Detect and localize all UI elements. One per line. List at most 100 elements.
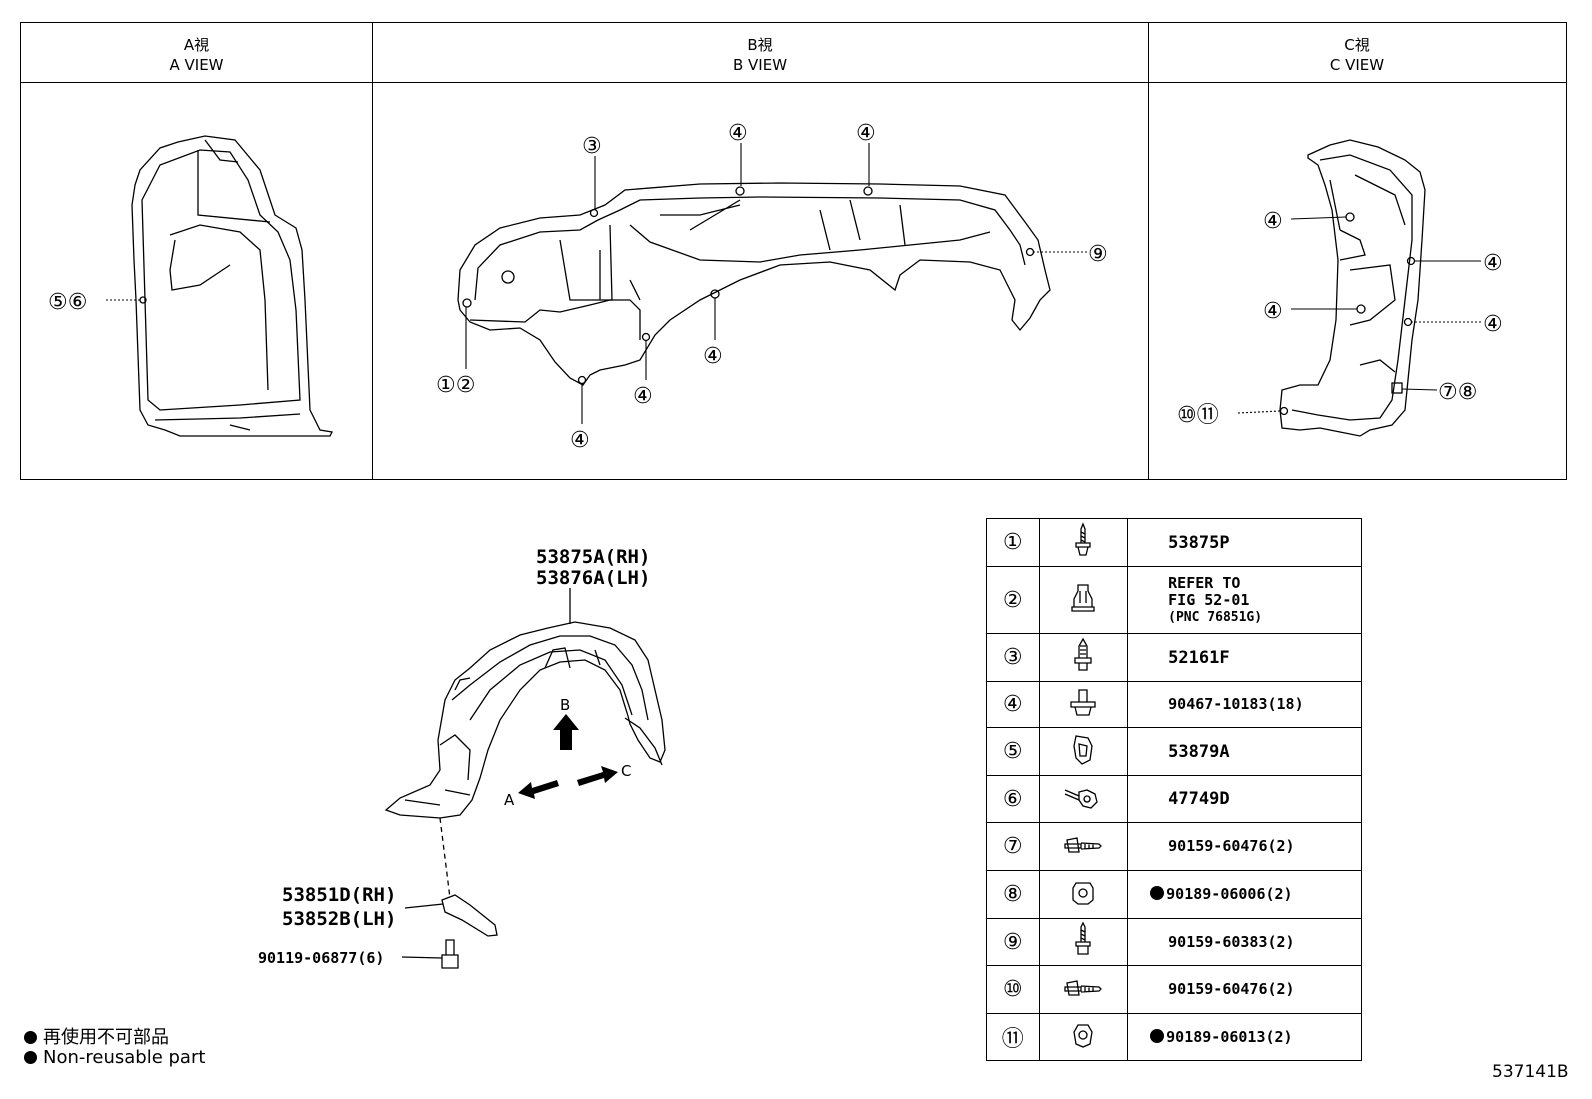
divider [1148, 23, 1149, 479]
arrow-b-icon [553, 714, 579, 750]
screw-icon [1038, 822, 1129, 871]
liner-lh-label: 53876A(LH) [536, 567, 650, 589]
callout-label: ④ [856, 121, 876, 146]
part-number: 90159-60476(2) [1127, 965, 1362, 1014]
b-view-liner-drawing [457, 182, 1051, 386]
bracket-rh-label: 53851D(RH) [282, 884, 396, 906]
part-number: 47749D [1127, 775, 1362, 823]
part-number-text: 90189-06013(2) [1166, 1027, 1293, 1046]
legend-jp: 再使用不可部品 [24, 1023, 169, 1049]
callout-label: ④ [703, 344, 723, 369]
bolt-drawing [401, 939, 459, 969]
table-row: ⑨ 90159-60383(2) [986, 918, 1362, 966]
parts-table: ① 53875P ② REFER TO FIG 52-01 (PNC 76851… [986, 518, 1362, 1061]
speed-nut-icon [1038, 1013, 1129, 1061]
direction-arrows [518, 714, 618, 799]
table-row: ⑧ 90189-06006(2) [986, 870, 1362, 919]
table-row: ④ 90467-10183(18) [986, 681, 1362, 728]
item-number: ⑦ [986, 822, 1040, 871]
view-b-title-en: B VIEW [732, 56, 788, 74]
views-panel: A視 A VIEW B視 B VIEW C視 C VIEW [20, 22, 1567, 480]
bracket-drawing [404, 894, 498, 937]
screw-grommet-icon [1038, 518, 1129, 567]
part-number: 52161F [1127, 633, 1362, 682]
item-number: ⑩ [986, 965, 1040, 1014]
item-number: ⑪ [986, 1013, 1040, 1061]
leader-lines [106, 143, 1481, 424]
callout-label: ④ [1263, 299, 1283, 324]
callout-label: ④ [1483, 312, 1503, 337]
rivet-clip-icon [1038, 681, 1129, 728]
table-row: ① 53875P [986, 518, 1362, 567]
view-a-header: A視 A VIEW [21, 23, 372, 83]
reference-line: REFER TO [1168, 573, 1241, 592]
rod-clip-icon [1038, 775, 1129, 823]
callout-label: ③ [582, 134, 602, 159]
callout-label: ⑤⑥ [48, 290, 87, 315]
arrow-a-label: A [504, 791, 515, 809]
part-number-labels: 53875A(RH) 53876A(LH) 53851D(RH) 53852B(… [258, 546, 650, 967]
callout-label: ⑦⑧ [1438, 380, 1477, 405]
item-number: ③ [986, 633, 1040, 682]
view-a-title-jp: A視 [183, 36, 210, 54]
item-number: ⑧ [986, 870, 1040, 919]
table-row: ⑪ 90189-06013(2) [986, 1013, 1362, 1061]
table-row: ⑦ 90159-60476(2) [986, 822, 1362, 871]
item-number: ⑤ [986, 727, 1040, 776]
liner-rh-label: 53875A(RH) [536, 546, 650, 568]
bolt-label: 90119-06877(6) [258, 949, 384, 967]
part-number: 90159-60383(2) [1127, 918, 1362, 966]
figure-id: 537141B [1492, 1062, 1569, 1082]
part-number: 90189-06006(2) [1127, 870, 1362, 919]
arrow-labels: B C A [504, 696, 631, 809]
part-number: 53875P [1127, 518, 1362, 567]
push-clip-icon [1038, 566, 1129, 634]
callout-labels: ⑤⑥ ③ ④ ④ ⑨ ①② ④ ④ ④ ④ ④ ④ ④ ⑦⑧ ⑩⑪ [48, 121, 1503, 453]
callout-label: ⑨ [1088, 242, 1108, 267]
view-b-title-jp: B視 [747, 36, 773, 54]
legend-jp-text: 再使用不可部品 [43, 1027, 169, 1048]
arrow-a-icon [518, 780, 559, 799]
table-row: ③ 52161F [986, 633, 1362, 682]
part-number: 53879A [1127, 727, 1362, 776]
callout-label: ④ [633, 384, 653, 409]
item-number: ① [986, 518, 1040, 567]
reference-line: (PNC 76851G) [1168, 609, 1263, 625]
callout-label: ④ [728, 121, 748, 146]
view-c-title-en: C VIEW [1329, 56, 1385, 74]
view-c-header: C視 C VIEW [1148, 23, 1566, 83]
view-a-title-en: A VIEW [169, 56, 224, 74]
item-number: ⑨ [986, 918, 1040, 966]
fender-liner-drawing [384, 621, 666, 819]
screw-icon [1038, 965, 1129, 1014]
item-number: ② [986, 566, 1040, 634]
non-reusable-dot-icon [24, 1031, 37, 1044]
non-reusable-dot-icon [24, 1051, 37, 1064]
part-number: 90189-06013(2) [1127, 1013, 1362, 1061]
callout-label: ⑩⑪ [1177, 403, 1219, 428]
table-row: ⑤ 53879A [986, 727, 1362, 776]
table-row: ⑥ 47749D [986, 775, 1362, 823]
view-b-header: B視 B VIEW [372, 23, 1148, 83]
reference-line: FIG 52-01 [1168, 590, 1250, 609]
legend-en: Non-reusable part [24, 1047, 205, 1068]
divider [372, 23, 373, 479]
callout-label: ①② [436, 373, 475, 398]
arrow-c-icon [577, 766, 618, 786]
speed-nut-icon [1038, 870, 1129, 919]
part-reference: REFER TO FIG 52-01 (PNC 76851G) [1127, 566, 1362, 634]
item-number: ⑥ [986, 775, 1040, 823]
part-number: 90159-60476(2) [1127, 822, 1362, 871]
callout-label: ④ [1263, 209, 1283, 234]
callout-label: ④ [1483, 251, 1503, 276]
a-view-liner-drawing [131, 135, 333, 437]
non-reusable-dot-icon [1150, 1028, 1165, 1043]
guide-line [439, 817, 451, 899]
bracket-lh-label: 53852B(LH) [282, 908, 396, 930]
non-reusable-dot-icon [1150, 886, 1165, 900]
c-view-liner-drawing [1279, 139, 1426, 437]
arrow-b-label: B [560, 696, 570, 714]
table-row: ② REFER TO FIG 52-01 (PNC 76851G) [986, 566, 1362, 634]
